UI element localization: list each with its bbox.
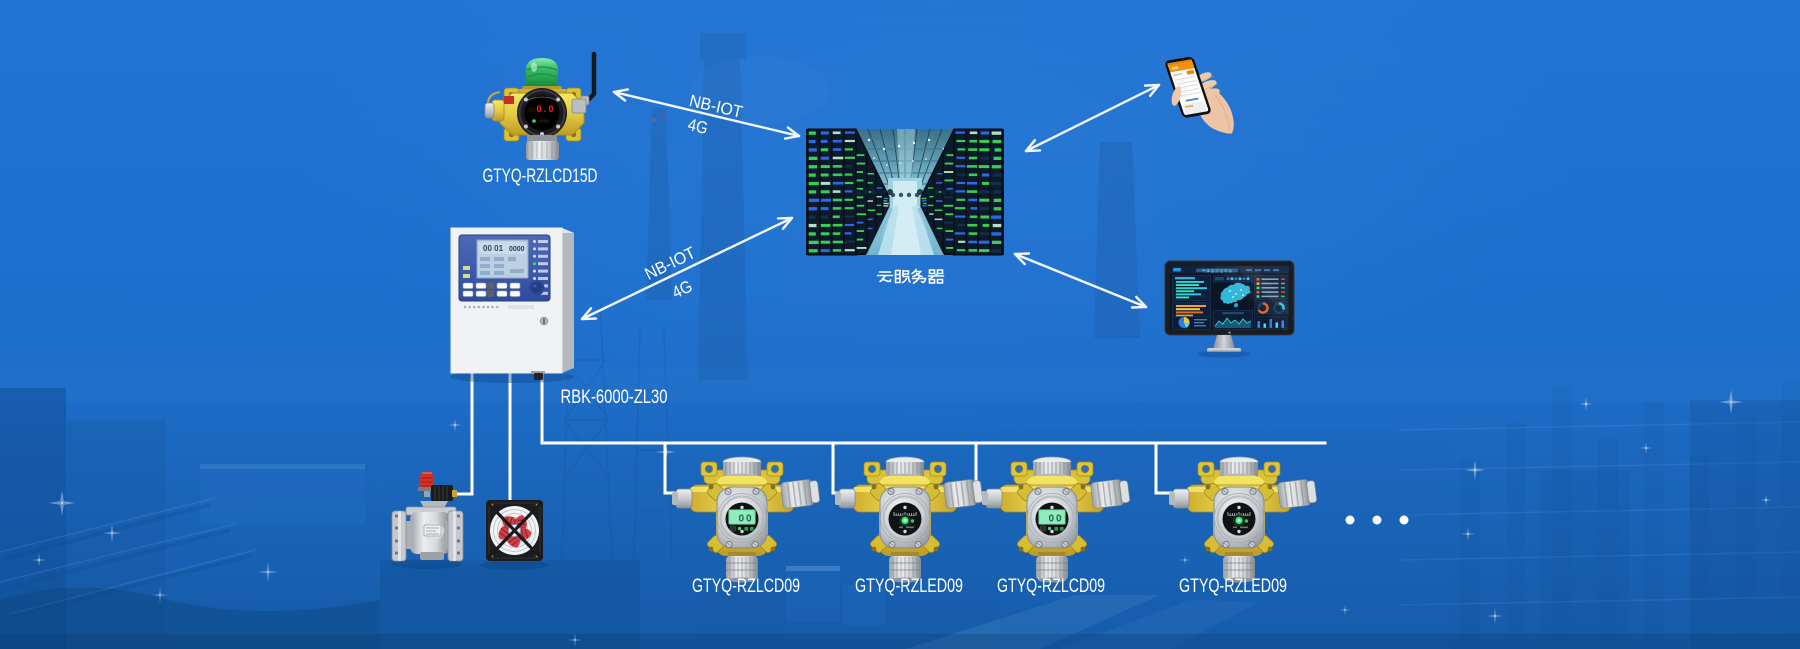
- svg-text:GTYQ-RZLED09: GTYQ-RZLED09: [1179, 575, 1287, 597]
- svg-text:0000: 0000: [509, 246, 525, 253]
- svg-text:GTYQ-RZLCD09: GTYQ-RZLCD09: [692, 575, 800, 597]
- svg-text:00 01: 00 01: [483, 244, 504, 253]
- svg-text:GTYQ-RZLED09: GTYQ-RZLED09: [855, 575, 963, 597]
- svg-text:00: 00: [739, 514, 752, 525]
- svg-text:4G: 4G: [686, 115, 710, 138]
- svg-text:00: 00: [1049, 514, 1062, 525]
- svg-text:0.0: 0.0: [537, 104, 554, 114]
- svg-text:气体监控云平台: 气体监控云平台: [1202, 268, 1232, 273]
- svg-text:RBK-6000-ZL30: RBK-6000-ZL30: [561, 386, 668, 408]
- svg-text:GTYQ-RZLCD09: GTYQ-RZLCD09: [997, 575, 1105, 597]
- svg-text:GTYQ-RZLCD15D: GTYQ-RZLCD15D: [483, 165, 598, 187]
- svg-text:88: 88: [528, 107, 536, 114]
